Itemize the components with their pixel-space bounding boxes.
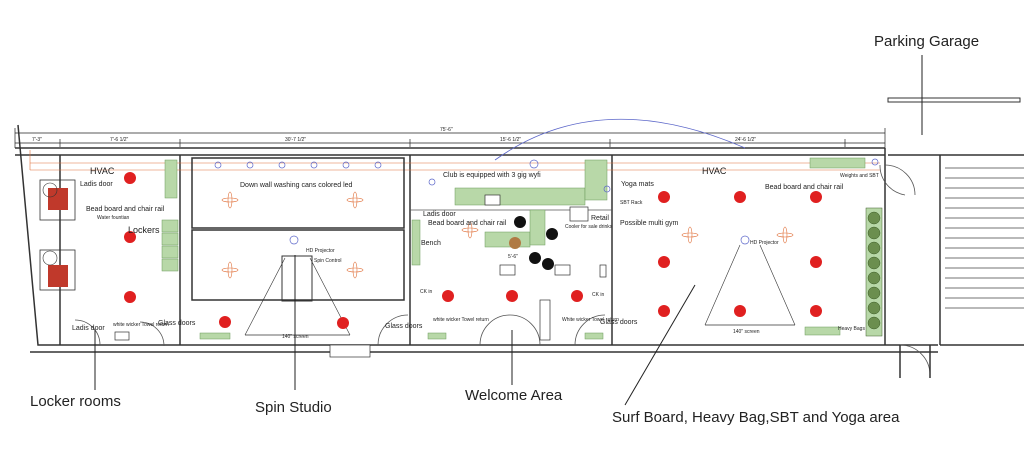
- ladies-door-label: Ladis door: [72, 325, 105, 332]
- heavy-bags: [865, 207, 883, 337]
- bead-board-label: Bead board and chair rail: [765, 184, 844, 191]
- weights-sbt-label: Weights and SBT: [840, 173, 879, 179]
- glass-doors-label: Glass doors: [158, 320, 196, 327]
- ck-in-label: CK in: [592, 292, 604, 298]
- dimension-label: 5'-6": [508, 254, 518, 260]
- callout-locker-rooms: Locker rooms: [30, 393, 121, 410]
- towel-return-label: white wicker Towel return: [113, 322, 169, 328]
- towel-return-label: White wicker Towel return: [562, 317, 619, 323]
- callout-parking-garage: Parking Garage: [874, 33, 979, 50]
- dimension-lines: 75'-6" 7'-3" 7'-6 1/2" 30'-7 1/2" 15'-6 …: [14, 127, 886, 148]
- welcome-stools: [509, 216, 558, 270]
- door-swings: [377, 164, 906, 346]
- cooler-label: Cooler for sale drinks: [565, 224, 613, 230]
- hvac-duct: [29, 150, 880, 171]
- bead-board-label: Bead board and chair rail: [428, 220, 507, 227]
- dimension-label: 30'-7 1/2": [285, 137, 306, 143]
- ceiling-lights: [124, 172, 822, 329]
- hvac-label: HVAC: [90, 166, 115, 176]
- light-fixtures: [214, 158, 879, 245]
- ladies-door-label: Ladis door: [80, 181, 113, 188]
- skylight-arc: [494, 118, 746, 161]
- bench-label: Bench: [421, 240, 441, 247]
- water-fountain-label: Water fountian: [97, 215, 130, 221]
- dimension-label: 24'-6 1/2": [735, 137, 756, 143]
- stairs: [884, 97, 1024, 378]
- hd-projector-label: HD Projector: [750, 240, 779, 246]
- dimension-label: 7'-6 1/2": [110, 137, 129, 143]
- dimension-overall: 75'-6": [440, 127, 453, 133]
- callout-spin-studio: Spin Studio: [255, 399, 332, 416]
- small-fixtures: [114, 194, 607, 358]
- locker-room-fixtures: [39, 179, 165, 347]
- down-wall-label: Down wall washing cans colored led: [240, 182, 353, 189]
- multi-gym-label: Possible multi gym: [620, 220, 679, 227]
- screen-label: 140" screen: [733, 329, 760, 335]
- spin-rooms: [191, 157, 405, 336]
- right-projector-cone: [704, 244, 796, 326]
- ck-in-label: CK in: [420, 289, 432, 295]
- dimension-label: 7'-3": [32, 137, 42, 143]
- wifi-label: Club is equipped with 3 gig wyfi: [443, 172, 541, 179]
- retail-label: Retail: [591, 215, 609, 222]
- bead-board-label: Bead board and chair rail: [86, 206, 165, 213]
- screen-label: 140" screen: [282, 334, 309, 340]
- callout-leaders: [94, 55, 923, 406]
- glass-doors-label: Glass doors: [385, 323, 423, 330]
- spin-control-label: Spin Control: [314, 258, 342, 264]
- callout-welcome-area: Welcome Area: [465, 387, 563, 404]
- callout-surf-area: Surf Board, Heavy Bag,SBT and Yoga area: [612, 409, 900, 426]
- hvac-label: HVAC: [702, 166, 727, 176]
- heavy-bags-label: Heavy Bags: [838, 326, 865, 332]
- yoga-mats-label: Yoga mats: [621, 181, 654, 188]
- lockers-label: Lockers: [128, 225, 160, 235]
- dimension-label: 15'-6 1/2": [500, 137, 521, 143]
- ladies-door-label: Ladis door: [423, 211, 456, 218]
- sbt-rack-label: SBT Rack: [620, 200, 643, 206]
- glass-doors-label: Glass doors: [600, 319, 638, 326]
- hd-projector-label: HD Projector: [306, 248, 335, 254]
- ceiling-fans: [221, 191, 794, 279]
- towel-return-label: white wicker Towel return: [433, 317, 489, 323]
